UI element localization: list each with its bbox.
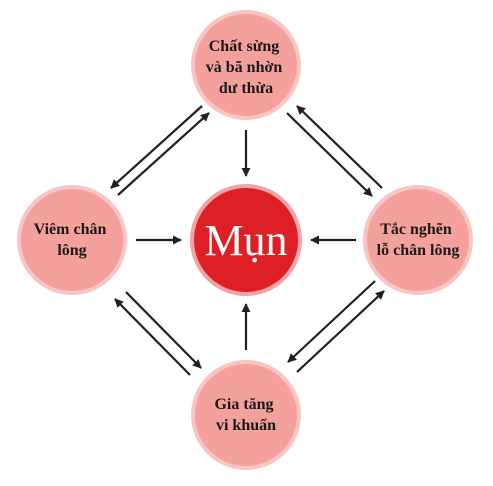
arrow-right-to-bottom bbox=[287, 280, 376, 363]
node-left: Viêm chân lông bbox=[17, 185, 127, 295]
center-node: Mụn bbox=[190, 184, 302, 296]
arrow-top-to-left bbox=[110, 105, 203, 189]
node-right: Tắc nghẽn lỗ chân lông bbox=[363, 185, 473, 295]
arrow-right-to-top bbox=[296, 105, 383, 189]
node-right-label: Tắc nghẽn lỗ chân lông bbox=[377, 221, 460, 259]
node-bottom-circle bbox=[191, 360, 301, 470]
node-bottom-line-1: Gia tăng bbox=[214, 396, 273, 413]
node-right-line-1: Tắc nghẽn bbox=[380, 221, 452, 238]
node-left-circle bbox=[17, 185, 127, 295]
arrow-bottom-to-left bbox=[114, 298, 191, 376]
node-top-label: Chất sừng và bã nhờn dư thừa bbox=[206, 38, 286, 97]
node-left-line-1: Viêm chân bbox=[34, 221, 107, 238]
node-bottom-label: Gia tăng vi khuẩn bbox=[214, 396, 277, 434]
node-bottom: Gia tăng vi khuẩn bbox=[191, 360, 301, 470]
node-left-line-2: lông bbox=[57, 242, 86, 259]
arrow-left-to-bottom bbox=[125, 291, 202, 369]
arrow-bottom-to-right bbox=[296, 290, 385, 373]
node-right-line-2: lỗ chân lông bbox=[377, 242, 460, 259]
node-right-circle bbox=[363, 185, 473, 295]
center-circle bbox=[190, 184, 302, 296]
arrow-left-to-top bbox=[117, 112, 210, 196]
node-bottom-line-2: vi khuẩn bbox=[216, 417, 276, 434]
node-top-line-1: Chất sừng bbox=[209, 38, 280, 55]
center-label: Mụn bbox=[204, 216, 287, 265]
node-top-line-2: và bã nhờn bbox=[206, 59, 283, 76]
node-top-line-3: dư thừa bbox=[219, 80, 273, 97]
node-top: Chất sừng và bã nhờn dư thừa bbox=[191, 10, 301, 120]
node-top-circle bbox=[191, 10, 301, 120]
node-left-label: Viêm chân lông bbox=[34, 221, 111, 259]
arrow-top-to-right bbox=[286, 112, 373, 197]
arrows-group bbox=[110, 105, 385, 376]
